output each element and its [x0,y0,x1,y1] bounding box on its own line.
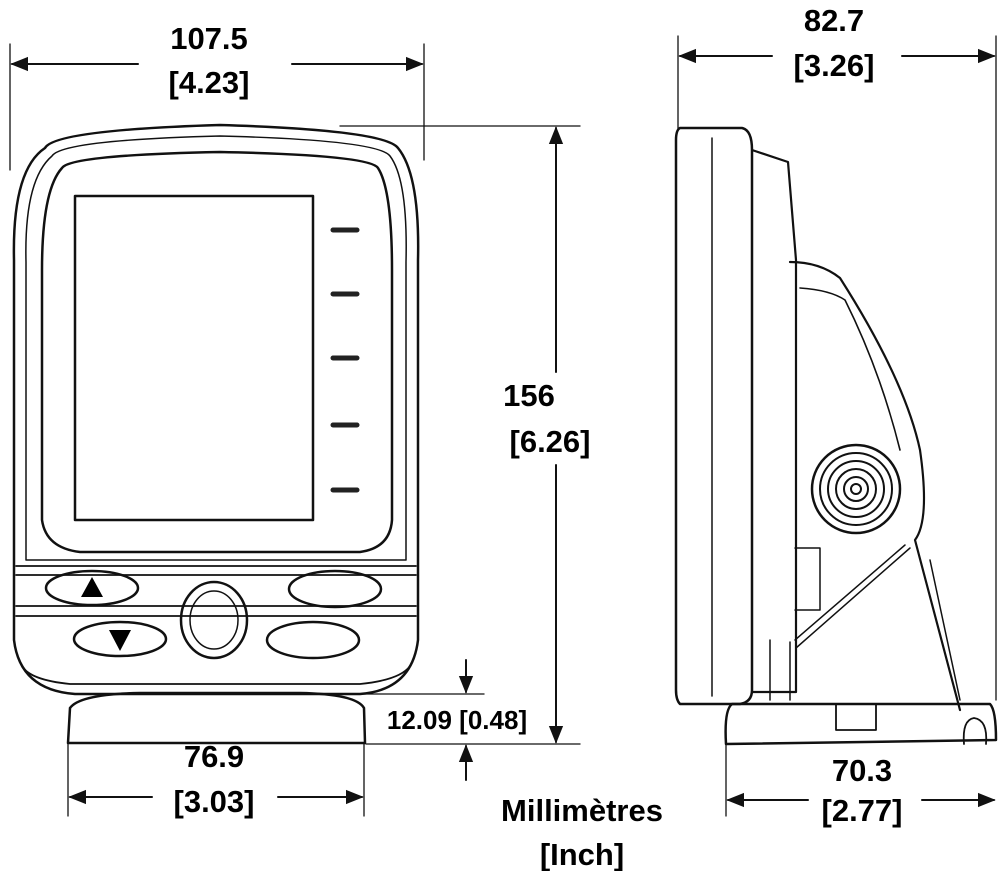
units-primary-label: Millimètres [501,793,663,828]
power-button[interactable] [179,580,249,660]
base-depth-in-label: [2.77] [822,793,903,828]
down-button[interactable] [72,620,168,658]
base-screw-boss [835,703,877,731]
front-housing-inner-rim [25,135,407,561]
depth-in-label: [3.26] [794,48,875,83]
depth-mm-label: 82.7 [804,3,864,38]
front-mount-base [66,691,367,745]
base-end-tab [962,717,988,745]
display-screen [73,194,315,522]
side-dimension-lines [677,35,997,817]
width-mm-label: 107.5 [170,21,248,56]
up-arrow-icon [81,577,103,597]
screen-bezel [40,150,394,554]
width-in-label: [4.23] [169,65,250,100]
side-mount-base [724,702,998,746]
front-view [12,123,420,745]
side-view [674,126,998,746]
keypad-band-upper [15,565,417,617]
height-in-label: [6.26] [510,424,591,459]
down-arrow-icon [109,630,131,651]
height-mm-label: 156 [503,378,555,413]
base-width-mm-label: 76.9 [184,739,244,774]
side-back-housing [750,148,798,694]
swivel-knob[interactable] [810,443,902,535]
up-button[interactable] [44,569,140,607]
base-height-label: 12.09 [0.48] [387,705,527,735]
menu-button-right-upper[interactable] [287,569,383,609]
keypad-band-lower [21,665,411,685]
front-housing-outline [12,123,420,696]
front-dimension-lines [9,43,581,817]
menu-button-right-lower[interactable] [265,620,361,660]
side-head-unit [674,126,754,706]
base-width-in-label: [3.03] [174,784,255,819]
side-mount-arm-inner [799,287,901,451]
units-secondary-label: [Inch] [540,837,624,871]
base-depth-mm-label: 70.3 [832,753,892,788]
side-mount-arm [788,260,962,712]
power-button-inner [189,590,239,650]
soft-key-marks [330,227,360,493]
